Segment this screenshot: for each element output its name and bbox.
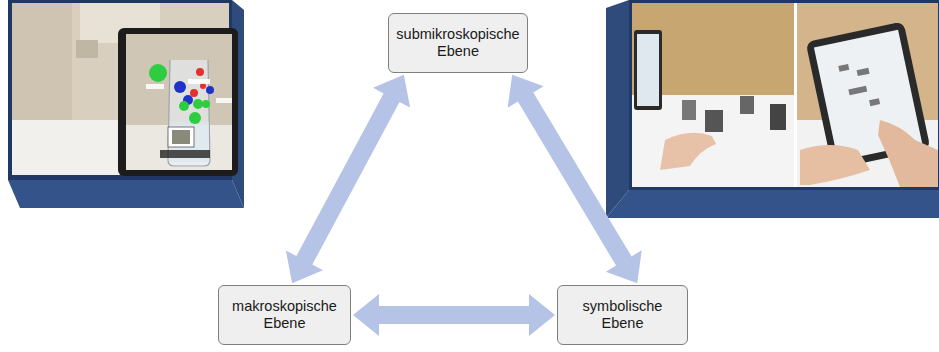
level-label: submikroskopische Ebene	[395, 26, 521, 61]
level-label: makroskopische Ebene	[225, 298, 344, 333]
level-box: submikroskopische Ebene	[388, 13, 528, 73]
double-arrow	[286, 75, 410, 283]
double-arrow	[508, 75, 642, 284]
level-box: makroskopische Ebene	[218, 285, 351, 345]
text-wrap: makroskopische Ebene	[225, 298, 344, 333]
level-box: symbolische Ebene	[557, 285, 688, 345]
double-arrow	[353, 294, 555, 336]
text-wrap: symbolische Ebene	[564, 298, 681, 333]
interaction-photo-right	[606, 0, 939, 218]
ar-photo-left	[8, 0, 244, 208]
level-label: symbolische Ebene	[564, 298, 681, 333]
text-wrap: submikroskopische Ebene	[395, 26, 521, 61]
